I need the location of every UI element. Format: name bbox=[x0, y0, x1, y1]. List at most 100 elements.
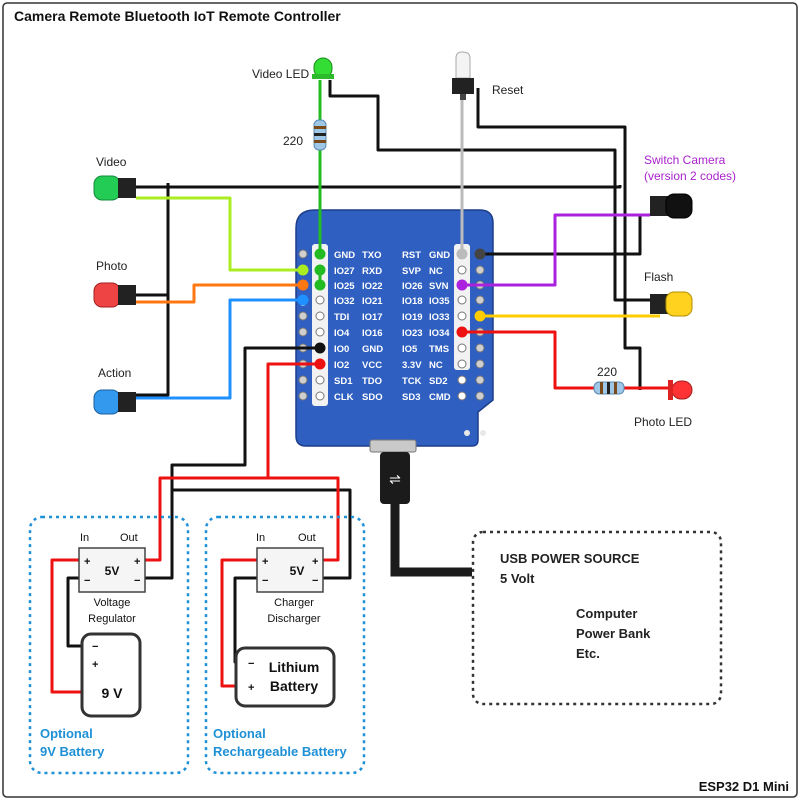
pin-marker bbox=[456, 279, 468, 291]
wires bbox=[50, 80, 672, 694]
pin-marker bbox=[297, 279, 309, 291]
regulator-out-plus: + bbox=[134, 556, 140, 568]
regulator-in-plus: + bbox=[84, 556, 90, 568]
charger-out-label: Out bbox=[298, 532, 316, 544]
pin-label: IO0 bbox=[334, 344, 349, 355]
regulator-in-label: In bbox=[80, 532, 89, 544]
usb-power-voltage: 5 Volt bbox=[500, 571, 535, 586]
pin-label: IO22 bbox=[362, 281, 383, 292]
switch-camera-button bbox=[650, 193, 693, 219]
pin-label: RXD bbox=[362, 266, 382, 277]
optional-9v-group bbox=[28, 515, 190, 775]
regulator-name: Voltage bbox=[94, 597, 131, 609]
pin-marker bbox=[314, 342, 326, 354]
wire-ground bbox=[328, 80, 640, 302]
pin-label: IO25 bbox=[334, 281, 355, 292]
charger-out-plus: + bbox=[312, 556, 318, 568]
pin-label: IO27 bbox=[334, 266, 355, 277]
svg-text:⇌: ⇌ bbox=[389, 471, 401, 487]
photo-button bbox=[93, 282, 136, 308]
wire-power bbox=[268, 476, 340, 562]
pin-label: IO21 bbox=[362, 296, 383, 307]
optional-recharge-subtitle: Rechargeable Battery bbox=[213, 744, 347, 759]
regulator-out-minus: − bbox=[134, 575, 140, 587]
pin-marker bbox=[474, 248, 486, 260]
pin-label: GND bbox=[429, 250, 450, 261]
voltage-regulator bbox=[78, 547, 146, 593]
flash-label: Flash bbox=[644, 270, 673, 284]
pin-label: IO35 bbox=[429, 296, 450, 307]
charger-name: Charger bbox=[274, 597, 314, 609]
usb-power-item: Computer bbox=[576, 606, 637, 621]
battery-9v bbox=[80, 632, 142, 718]
charger-in-minus: − bbox=[262, 575, 268, 587]
pin-label: VCC bbox=[362, 360, 382, 371]
pin-markers bbox=[297, 248, 486, 370]
video-led bbox=[312, 57, 334, 79]
reset-label: Reset bbox=[492, 83, 524, 97]
charger-in-label: In bbox=[256, 532, 265, 544]
flash-button bbox=[650, 291, 693, 317]
pin-marker bbox=[474, 310, 486, 322]
wire-ground-battery bbox=[172, 488, 352, 580]
photo-led bbox=[668, 380, 693, 400]
wire-ground bbox=[480, 215, 642, 256]
pin-label: SD2 bbox=[429, 376, 447, 387]
charger-discharger bbox=[256, 547, 324, 593]
wire-video bbox=[136, 196, 303, 272]
pin-label: SVN bbox=[429, 281, 449, 292]
wire-ground-battery bbox=[145, 346, 320, 580]
pin-label: TDO bbox=[362, 376, 382, 387]
regulator-in-minus: − bbox=[84, 575, 90, 587]
pin-marker bbox=[456, 326, 468, 338]
pin-marker bbox=[314, 264, 326, 276]
diagram-title: Camera Remote Bluetooth IoT Remote Contr… bbox=[14, 8, 341, 24]
wire-ground bbox=[136, 183, 170, 397]
optional-9v-subtitle: 9V Battery bbox=[40, 744, 105, 759]
pin-label: TXO bbox=[362, 250, 382, 261]
wire-ground bbox=[136, 185, 622, 189]
pin-label: IO4 bbox=[334, 328, 350, 339]
pin-marker bbox=[314, 358, 326, 370]
photo-led-label: Photo LED bbox=[634, 415, 692, 429]
pin-label: IO23 bbox=[402, 328, 423, 339]
action-label: Action bbox=[98, 366, 131, 380]
pin-marker bbox=[314, 279, 326, 291]
pin-label: IO5 bbox=[402, 344, 418, 355]
charger-out-minus: − bbox=[312, 575, 318, 587]
pin-label: IO2 bbox=[334, 360, 349, 371]
mount-hole bbox=[480, 430, 486, 436]
action-button bbox=[93, 389, 136, 415]
regulator-value: 5V bbox=[105, 564, 120, 578]
pin-label: NC bbox=[429, 266, 443, 277]
pin-label: SD3 bbox=[402, 392, 420, 403]
switch-camera-label: Switch Camera bbox=[644, 153, 726, 167]
lithium-label: Battery bbox=[270, 678, 318, 694]
wire-9v-minus bbox=[66, 576, 82, 648]
esp32-board: GND IO27 IO25 IO32 TDI IO4 IO0 IO2 SD1 C… bbox=[295, 209, 494, 453]
pin-label: IO18 bbox=[402, 296, 423, 307]
usb-power-item: Etc. bbox=[576, 646, 600, 661]
wire-9v-plus bbox=[50, 558, 82, 694]
pin-label: TDI bbox=[334, 312, 349, 323]
pin-label: GND bbox=[362, 344, 383, 355]
pin-labels: GND IO27 IO25 IO32 TDI IO4 IO0 IO2 SD1 C… bbox=[334, 250, 451, 403]
regulator-out-label: Out bbox=[120, 532, 138, 544]
pin-label: TCK bbox=[402, 376, 422, 387]
battery-9v-plus: + bbox=[92, 659, 98, 671]
charger-name: Discharger bbox=[267, 613, 321, 625]
lithium-battery bbox=[234, 646, 336, 708]
resistor-top-value: 220 bbox=[283, 134, 303, 148]
pin-label: 3.3V bbox=[402, 360, 422, 371]
wire-power bbox=[145, 362, 320, 562]
resistor-bottom-value: 220 bbox=[597, 365, 617, 379]
pin-marker bbox=[297, 264, 309, 276]
pin-label: CMD bbox=[429, 392, 451, 403]
pin-label: IO26 bbox=[402, 281, 423, 292]
pin-label: SVP bbox=[402, 266, 422, 277]
wire-lithium-plus bbox=[220, 558, 258, 688]
usb-power-item: Power Bank bbox=[576, 626, 651, 641]
wire-photo bbox=[136, 283, 303, 304]
